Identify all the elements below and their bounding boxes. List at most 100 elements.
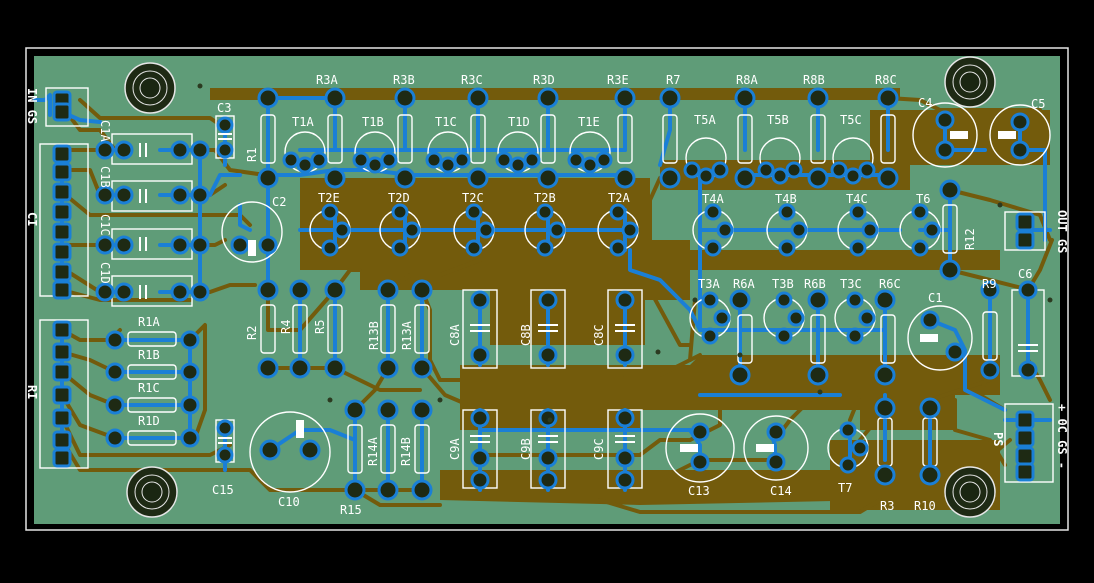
pad: [114, 235, 134, 255]
pad: [52, 262, 72, 282]
pad: [216, 446, 234, 464]
t2a-label: T2A: [608, 191, 630, 205]
pad: [839, 421, 857, 439]
pad: [980, 360, 1000, 380]
pad: [394, 167, 416, 189]
t1c-label: T1C: [435, 115, 457, 129]
r4-label: R4: [279, 320, 293, 334]
cap-plate: [248, 240, 256, 256]
pad: [790, 221, 808, 239]
pad: [523, 151, 541, 169]
r6b-label: R6B: [804, 277, 826, 291]
pad: [465, 239, 483, 257]
c8c-label: C8C: [592, 324, 606, 346]
pad: [324, 167, 346, 189]
pad: [377, 399, 399, 421]
t3a-label: T3A: [698, 277, 720, 291]
top-trace: [628, 248, 702, 332]
pad: [1010, 140, 1030, 160]
bottom-trace: [848, 373, 887, 422]
pad: [846, 327, 864, 345]
pad: [495, 151, 513, 169]
t2e-label: T2E: [318, 191, 340, 205]
bottom-trace: [688, 298, 697, 362]
out-gs-label: OUT GS: [1055, 210, 1069, 253]
via: [692, 297, 698, 303]
mounting-hole: [124, 62, 176, 114]
r9-label: R9: [982, 277, 996, 291]
c1-label: C1: [928, 291, 942, 305]
pad: [615, 408, 635, 428]
r14a-label: R14A: [366, 436, 380, 466]
pad: [716, 221, 734, 239]
c15-label: C15: [212, 483, 234, 497]
pad: [114, 185, 134, 205]
bottom-trace: [948, 268, 1032, 292]
c1c-label: C1C: [98, 214, 112, 236]
pad: [939, 179, 961, 201]
pad: [771, 167, 789, 185]
t3b-label: T3B: [772, 277, 794, 291]
pad: [1015, 410, 1035, 430]
pad: [95, 282, 115, 302]
pad: [257, 357, 279, 379]
bottom-trace: [928, 438, 1012, 467]
t6-label: T6: [916, 192, 930, 206]
r14b-label: R14B: [399, 437, 413, 466]
pad: [114, 282, 134, 302]
bottom-trace: [60, 438, 432, 492]
pad: [95, 235, 115, 255]
pad: [95, 185, 115, 205]
pad: [536, 203, 554, 221]
pad: [52, 202, 72, 222]
pad: [105, 362, 125, 382]
pad: [258, 235, 278, 255]
pad: [1018, 360, 1038, 380]
pad: [105, 330, 125, 350]
pad: [877, 87, 899, 109]
pad: [391, 239, 409, 257]
pad: [945, 342, 965, 362]
pad: [778, 239, 796, 257]
pad: [105, 395, 125, 415]
r7-outline: [662, 114, 678, 164]
pad: [324, 357, 346, 379]
pad: [52, 222, 72, 242]
pad: [467, 167, 489, 189]
pad: [659, 167, 681, 189]
via: [817, 389, 823, 395]
c10-label: C10: [278, 495, 300, 509]
t1b-label: T1B: [362, 115, 384, 129]
pad: [257, 279, 279, 301]
bottom-trace: [60, 190, 252, 227]
mounting-hole: [126, 466, 178, 518]
pad: [778, 203, 796, 221]
pad: [858, 161, 876, 179]
t2d-label: T2D: [388, 191, 410, 205]
pad: [52, 242, 72, 262]
pad: [734, 87, 756, 109]
c13-outline: [665, 413, 735, 483]
r14b-outline: [380, 424, 396, 474]
pad: [609, 203, 627, 221]
pad: [877, 167, 899, 189]
r6a-outline: [737, 314, 753, 364]
pad: [324, 87, 346, 109]
t1d-label: T1D: [508, 115, 530, 129]
mounting-hole: [944, 466, 996, 518]
pad: [614, 87, 636, 109]
pad: [477, 221, 495, 239]
pad: [321, 239, 339, 257]
pad: [980, 280, 1000, 300]
pad: [581, 156, 599, 174]
r8c-label: R8C: [875, 73, 897, 87]
pad: [615, 345, 635, 365]
pad: [537, 87, 559, 109]
cap-plate: [920, 334, 938, 342]
pad: [1015, 230, 1035, 250]
r7-label: R7: [666, 73, 680, 87]
pad: [757, 161, 775, 179]
r1d-outline: [127, 430, 177, 446]
